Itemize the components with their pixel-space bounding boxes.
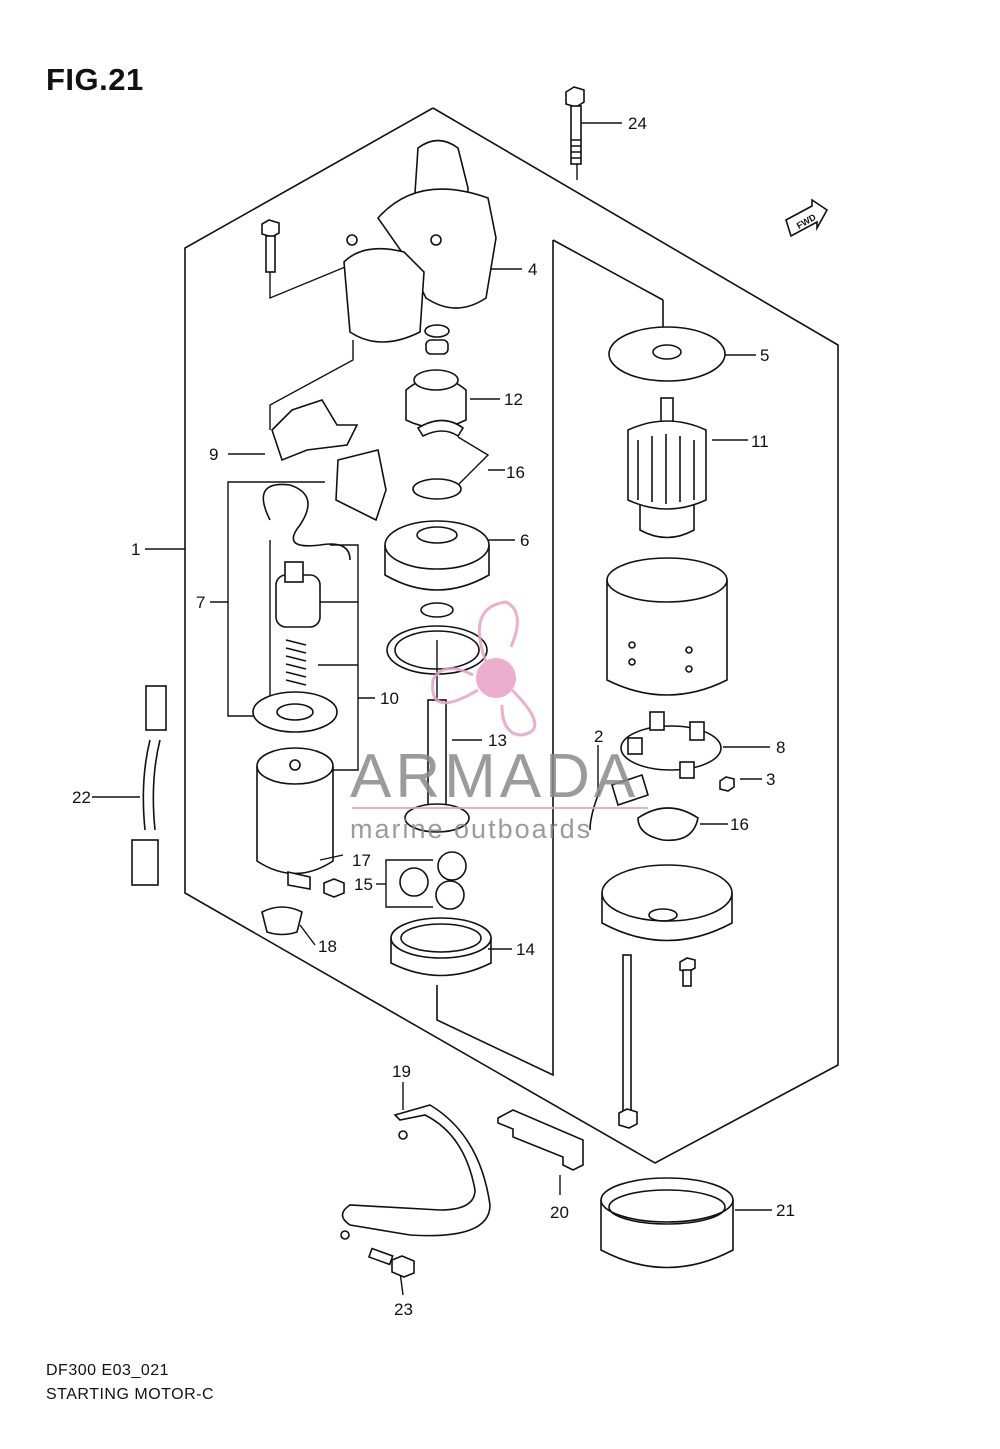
- callout-18: 18: [318, 937, 337, 956]
- harness-22: [131, 685, 167, 886]
- clip-18: [261, 906, 303, 936]
- callout-1: 1: [131, 540, 140, 559]
- propeller-logo-icon: [431, 600, 537, 737]
- callout-15: 15: [354, 875, 373, 894]
- callout-17: 17: [352, 851, 371, 870]
- washer-16-lower: [637, 807, 699, 842]
- bolt-small-top: [261, 219, 280, 273]
- callout-8: 8: [776, 738, 785, 757]
- bolt-23: [367, 1247, 415, 1278]
- fitting-17: [287, 870, 345, 898]
- callout-16-lower: 16: [730, 815, 749, 834]
- watermark: ARMADA marine outboards: [350, 600, 648, 844]
- cap-6: [384, 520, 490, 591]
- callout-20: 20: [550, 1203, 569, 1222]
- callout-16-upper: 16: [506, 463, 525, 482]
- washer: [420, 602, 454, 618]
- end-frame: [601, 864, 733, 942]
- callout-12: 12: [504, 390, 523, 409]
- callout-21: 21: [776, 1201, 795, 1220]
- pinion-12: [405, 369, 467, 429]
- fwd-arrow-icon: [785, 198, 829, 238]
- callout-14: 14: [516, 940, 535, 959]
- callout-10: 10: [380, 689, 399, 708]
- spring-wire: [262, 483, 351, 561]
- band-ring-21: [600, 1177, 734, 1269]
- bolt-end-frame: [679, 957, 696, 987]
- leader-lines: [92, 122, 772, 1296]
- bolt-24: [565, 86, 585, 165]
- callout-4: 4: [528, 260, 537, 279]
- callout-5: 5: [760, 346, 769, 365]
- gears-15: [399, 851, 467, 910]
- cushion-20: [497, 1109, 584, 1171]
- clips-16-upper: [412, 419, 465, 500]
- callout-24: 24: [628, 114, 647, 133]
- callout-13: 13: [488, 731, 507, 750]
- solenoid-housing-4: [343, 139, 497, 343]
- callout-22: 22: [72, 788, 91, 807]
- nut-3: [719, 776, 735, 792]
- callout-2: 2: [594, 727, 603, 746]
- callout-9: 9: [209, 445, 218, 464]
- rings-upper: [424, 324, 450, 355]
- through-bolt: [618, 954, 638, 1129]
- lever-9: [271, 399, 359, 462]
- ring-gear-14: [390, 917, 492, 977]
- plate-5: [608, 326, 726, 382]
- callout-numbers: 1 2 3 4 5 6 7 8 9 10 11 12 13 14 15 16 1…: [72, 114, 795, 1319]
- brush-holder-8: [620, 711, 722, 779]
- callout-19: 19: [392, 1062, 411, 1081]
- lead-wire-2: [589, 773, 649, 831]
- plunger: [275, 561, 321, 628]
- holder-bracket: [335, 449, 387, 522]
- callout-3: 3: [766, 770, 775, 789]
- figure-code: DF300 E03_021: [46, 1362, 170, 1379]
- figure-name: STARTING MOTOR-C: [46, 1386, 214, 1403]
- callout-11: 11: [751, 432, 769, 451]
- callout-6: 6: [520, 531, 529, 550]
- motor-body: [256, 747, 334, 875]
- figure-title: FIG.21: [46, 62, 144, 97]
- shaft-13: [404, 699, 470, 833]
- assembly-outline: [184, 107, 839, 1164]
- callout-7: 7: [196, 593, 205, 612]
- watermark-tagline: marine outboards: [350, 814, 592, 844]
- callout-23: 23: [394, 1300, 413, 1319]
- yoke: [606, 557, 728, 696]
- coil-spring: [285, 639, 307, 686]
- flange-plate: [252, 691, 338, 733]
- armature-11: [627, 397, 707, 539]
- watermark-brand: ARMADA: [350, 742, 639, 811]
- band-19: [340, 1104, 491, 1240]
